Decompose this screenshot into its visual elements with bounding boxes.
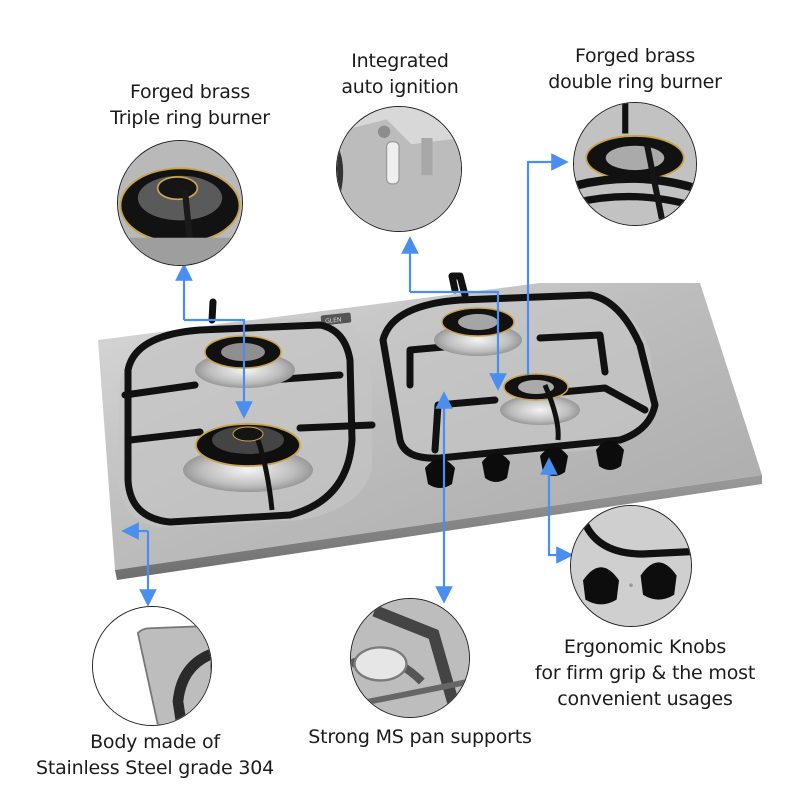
label-pan-supports: Strong MS pan supports (290, 724, 550, 750)
label-double-ring: Forged brass double ring burner (515, 43, 755, 95)
label-body: Body made of Stainless Steel grade 304 (15, 729, 295, 781)
label-knobs-line1: Ergonomic Knobs (563, 636, 727, 658)
callout-arrows (121, 153, 574, 607)
label-auto-ignition: Integrated auto ignition (300, 48, 500, 100)
label-auto-ignition-line2: auto ignition (341, 76, 459, 98)
callout-double-ring-burner (573, 102, 697, 226)
burner-right-rear (434, 307, 522, 356)
callout-triple-ring-burner (117, 140, 243, 266)
burner-left-front-triple-ring (183, 423, 313, 511)
callout-stainless-body (92, 606, 212, 726)
callout-ms-pan-supports (350, 598, 470, 718)
label-triple-ring: Forged brass Triple ring burner (80, 79, 300, 131)
label-auto-ignition-line1: Integrated (351, 50, 449, 72)
burner-right-front-double-ring (500, 373, 580, 441)
label-double-ring-line1: Forged brass (574, 45, 696, 67)
label-triple-ring-line1: Forged brass (129, 81, 251, 103)
label-body-line2: Stainless Steel grade 304 (35, 757, 275, 779)
label-pan-supports-line1: Strong MS pan supports (308, 726, 532, 748)
callout-ergonomic-knobs (570, 505, 692, 627)
label-triple-ring-line2: Triple ring burner (110, 107, 270, 129)
label-body-line1: Body made of (90, 731, 220, 753)
label-knobs-line2: for firm grip & the most (534, 662, 756, 684)
label-knobs: Ergonomic Knobs for firm grip & the most… (510, 634, 780, 712)
label-knobs-line3: convenient usages (557, 688, 733, 710)
callout-auto-ignition (336, 106, 462, 232)
svg-text:GLEN: GLEN (325, 316, 342, 325)
label-double-ring-line2: double ring burner (548, 71, 722, 93)
